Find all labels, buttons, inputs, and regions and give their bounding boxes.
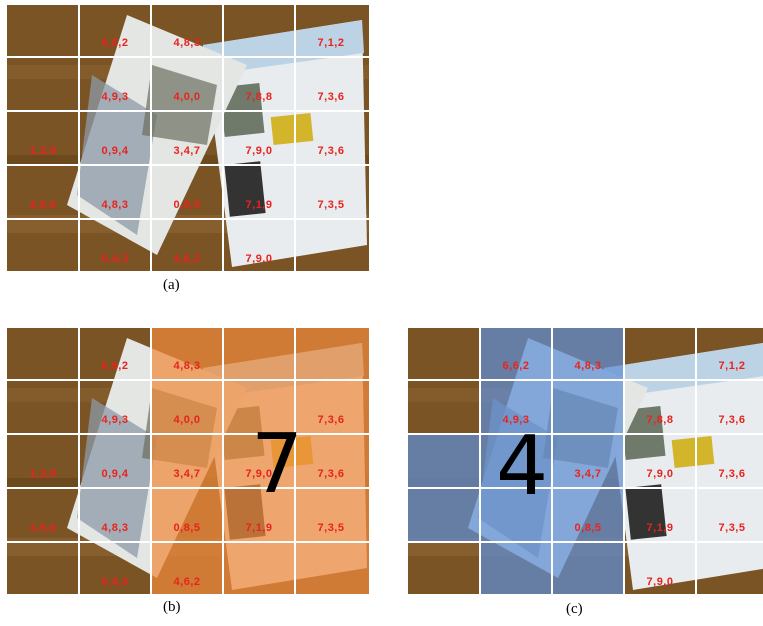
cell-label: 4,5,6 — [7, 199, 79, 211]
cell-label: 6,6,2 — [480, 360, 552, 372]
cell-label: 1,3,9 — [7, 145, 79, 157]
cell-label: 7,1,2 — [696, 360, 763, 372]
cell-label: 7,3,5 — [295, 522, 367, 534]
cell-label: 4,6,2 — [151, 576, 223, 588]
cell-label: 0,9,4 — [79, 145, 151, 157]
cell-label: 0,8,5 — [151, 522, 223, 534]
cell-label: 4,8,3 — [151, 360, 223, 372]
caption-c: (c) — [566, 601, 583, 618]
cell-label: 4,8,3 — [151, 37, 223, 49]
cell-label: 4,9,3 — [79, 414, 151, 426]
cell-label: 7,1,9 — [624, 522, 696, 534]
cell-label: 0,8,5 — [151, 199, 223, 211]
cell-label: 7,3,6 — [696, 414, 763, 426]
cell-label: 4,6,2 — [151, 253, 223, 265]
cell-label: 1,3,9 — [7, 468, 79, 480]
cell-label: 4,9,3 — [79, 91, 151, 103]
cell-label: 0,9,4 — [79, 468, 151, 480]
cell-label: 7,3,5 — [295, 199, 367, 211]
cell-label: 6,6,2 — [79, 37, 151, 49]
cell-label: 3,4,7 — [151, 468, 223, 480]
cell-label: 7,1,9 — [223, 522, 295, 534]
caption-a: (a) — [163, 277, 180, 294]
cell-label: 4,8,3 — [79, 522, 151, 534]
highlight-digit: 7 — [251, 424, 303, 506]
cell-label: 7,8,8 — [223, 91, 295, 103]
cell-label: 6,6,2 — [79, 360, 151, 372]
cell-label: 7,9,0 — [223, 145, 295, 157]
cell-label: 4,0,0 — [151, 414, 223, 426]
cell-label: 4,8,3 — [552, 360, 624, 372]
cell-label: 7,3,5 — [696, 522, 763, 534]
cell-label: 7,3,6 — [696, 468, 763, 480]
cell-label: 3,4,7 — [151, 145, 223, 157]
cell-label: 7,3,6 — [295, 145, 367, 157]
cell-label: 0,8,5 — [552, 522, 624, 534]
cell-label: 7,9,0 — [624, 576, 696, 588]
cell-label: 7,9,0 — [624, 468, 696, 480]
caption-b: (b) — [163, 599, 181, 616]
cell-label: 3,4,7 — [552, 468, 624, 480]
cell-label: 4,0,0 — [151, 91, 223, 103]
cell-label: 7,1,9 — [223, 199, 295, 211]
cell-label: 4,5,6 — [7, 522, 79, 534]
cell-label: 7,3,6 — [295, 468, 367, 480]
cell-label: 4,8,3 — [79, 199, 151, 211]
cell-label: 7,1,2 — [295, 37, 367, 49]
cell-label: 0,4,3 — [79, 253, 151, 265]
cell-label: 7,8,8 — [624, 414, 696, 426]
cell-label: 7,3,6 — [295, 414, 367, 426]
cell-label: 7,9,0 — [223, 253, 295, 265]
cell-label: 7,3,6 — [295, 91, 367, 103]
highlight-digit: 4 — [496, 426, 548, 508]
cell-label: 0,4,3 — [79, 576, 151, 588]
